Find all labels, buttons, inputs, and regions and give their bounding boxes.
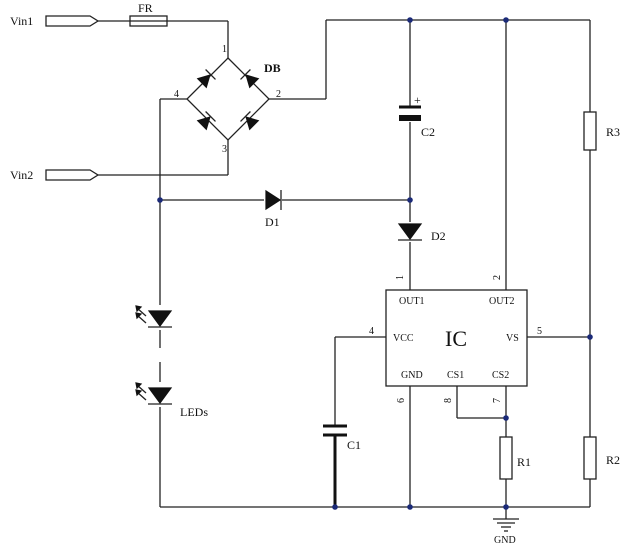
ic-vcc-label: VCC <box>393 333 414 344</box>
ic-out2-label: OUT2 <box>489 296 515 307</box>
ic-gnd-label: GND <box>401 370 423 381</box>
vin2-terminal <box>45 169 100 181</box>
ic-cs1-label: CS1 <box>447 370 464 381</box>
d2-label: D2 <box>431 229 446 243</box>
fuse-label: FR <box>138 1 153 15</box>
bridge-pin-1: 1 <box>222 44 227 55</box>
bridge-pin-2: 2 <box>276 89 281 100</box>
bridge-label: DB <box>264 61 281 75</box>
d1-label: D1 <box>265 215 280 229</box>
bridge-pin-3: 3 <box>222 144 227 155</box>
vin1-terminal <box>45 15 100 27</box>
capacitor-c1 <box>323 424 347 437</box>
ic-pin-2: 2 <box>492 275 503 280</box>
led-upper <box>135 305 173 328</box>
ic-pin-4: 4 <box>369 326 374 337</box>
ic-body <box>385 289 528 387</box>
vin2-label: Vin2 <box>10 168 33 182</box>
ic-vs-label: VS <box>506 333 519 344</box>
ic-name: IC <box>445 326 467 351</box>
ic-pin-6: 6 <box>396 398 407 403</box>
diode-d1 <box>265 189 282 211</box>
ic-pin-7: 7 <box>492 398 503 403</box>
ic-pin-1: 1 <box>395 275 406 280</box>
led-lower <box>135 382 173 405</box>
c1-label: C1 <box>347 438 361 452</box>
vin1-label: Vin1 <box>10 14 33 28</box>
bridge-rectifier <box>186 57 270 141</box>
r2-label: R2 <box>606 453 620 467</box>
junction-dots <box>157 17 593 510</box>
resistor-r3 <box>583 111 597 151</box>
diode-d2 <box>397 223 423 241</box>
gnd-label: GND <box>494 535 516 546</box>
ic-out1-label: OUT1 <box>399 296 425 307</box>
resistor-r1 <box>499 436 513 480</box>
c2-label: C2 <box>421 125 435 139</box>
bridge-pin-4: 4 <box>174 89 179 100</box>
ic-cs2-label: CS2 <box>492 370 509 381</box>
capacitor-c2 <box>399 105 421 121</box>
ic-pin-5: 5 <box>537 326 542 337</box>
resistor-r2 <box>583 436 597 480</box>
r1-label: R1 <box>517 455 531 469</box>
wires <box>98 19 591 519</box>
r3-label: R3 <box>606 125 620 139</box>
c2-polarity: + <box>414 93 421 107</box>
leds-label: LEDs <box>180 405 208 419</box>
ground-symbol <box>493 518 519 532</box>
ic-pin-8: 8 <box>443 398 454 403</box>
